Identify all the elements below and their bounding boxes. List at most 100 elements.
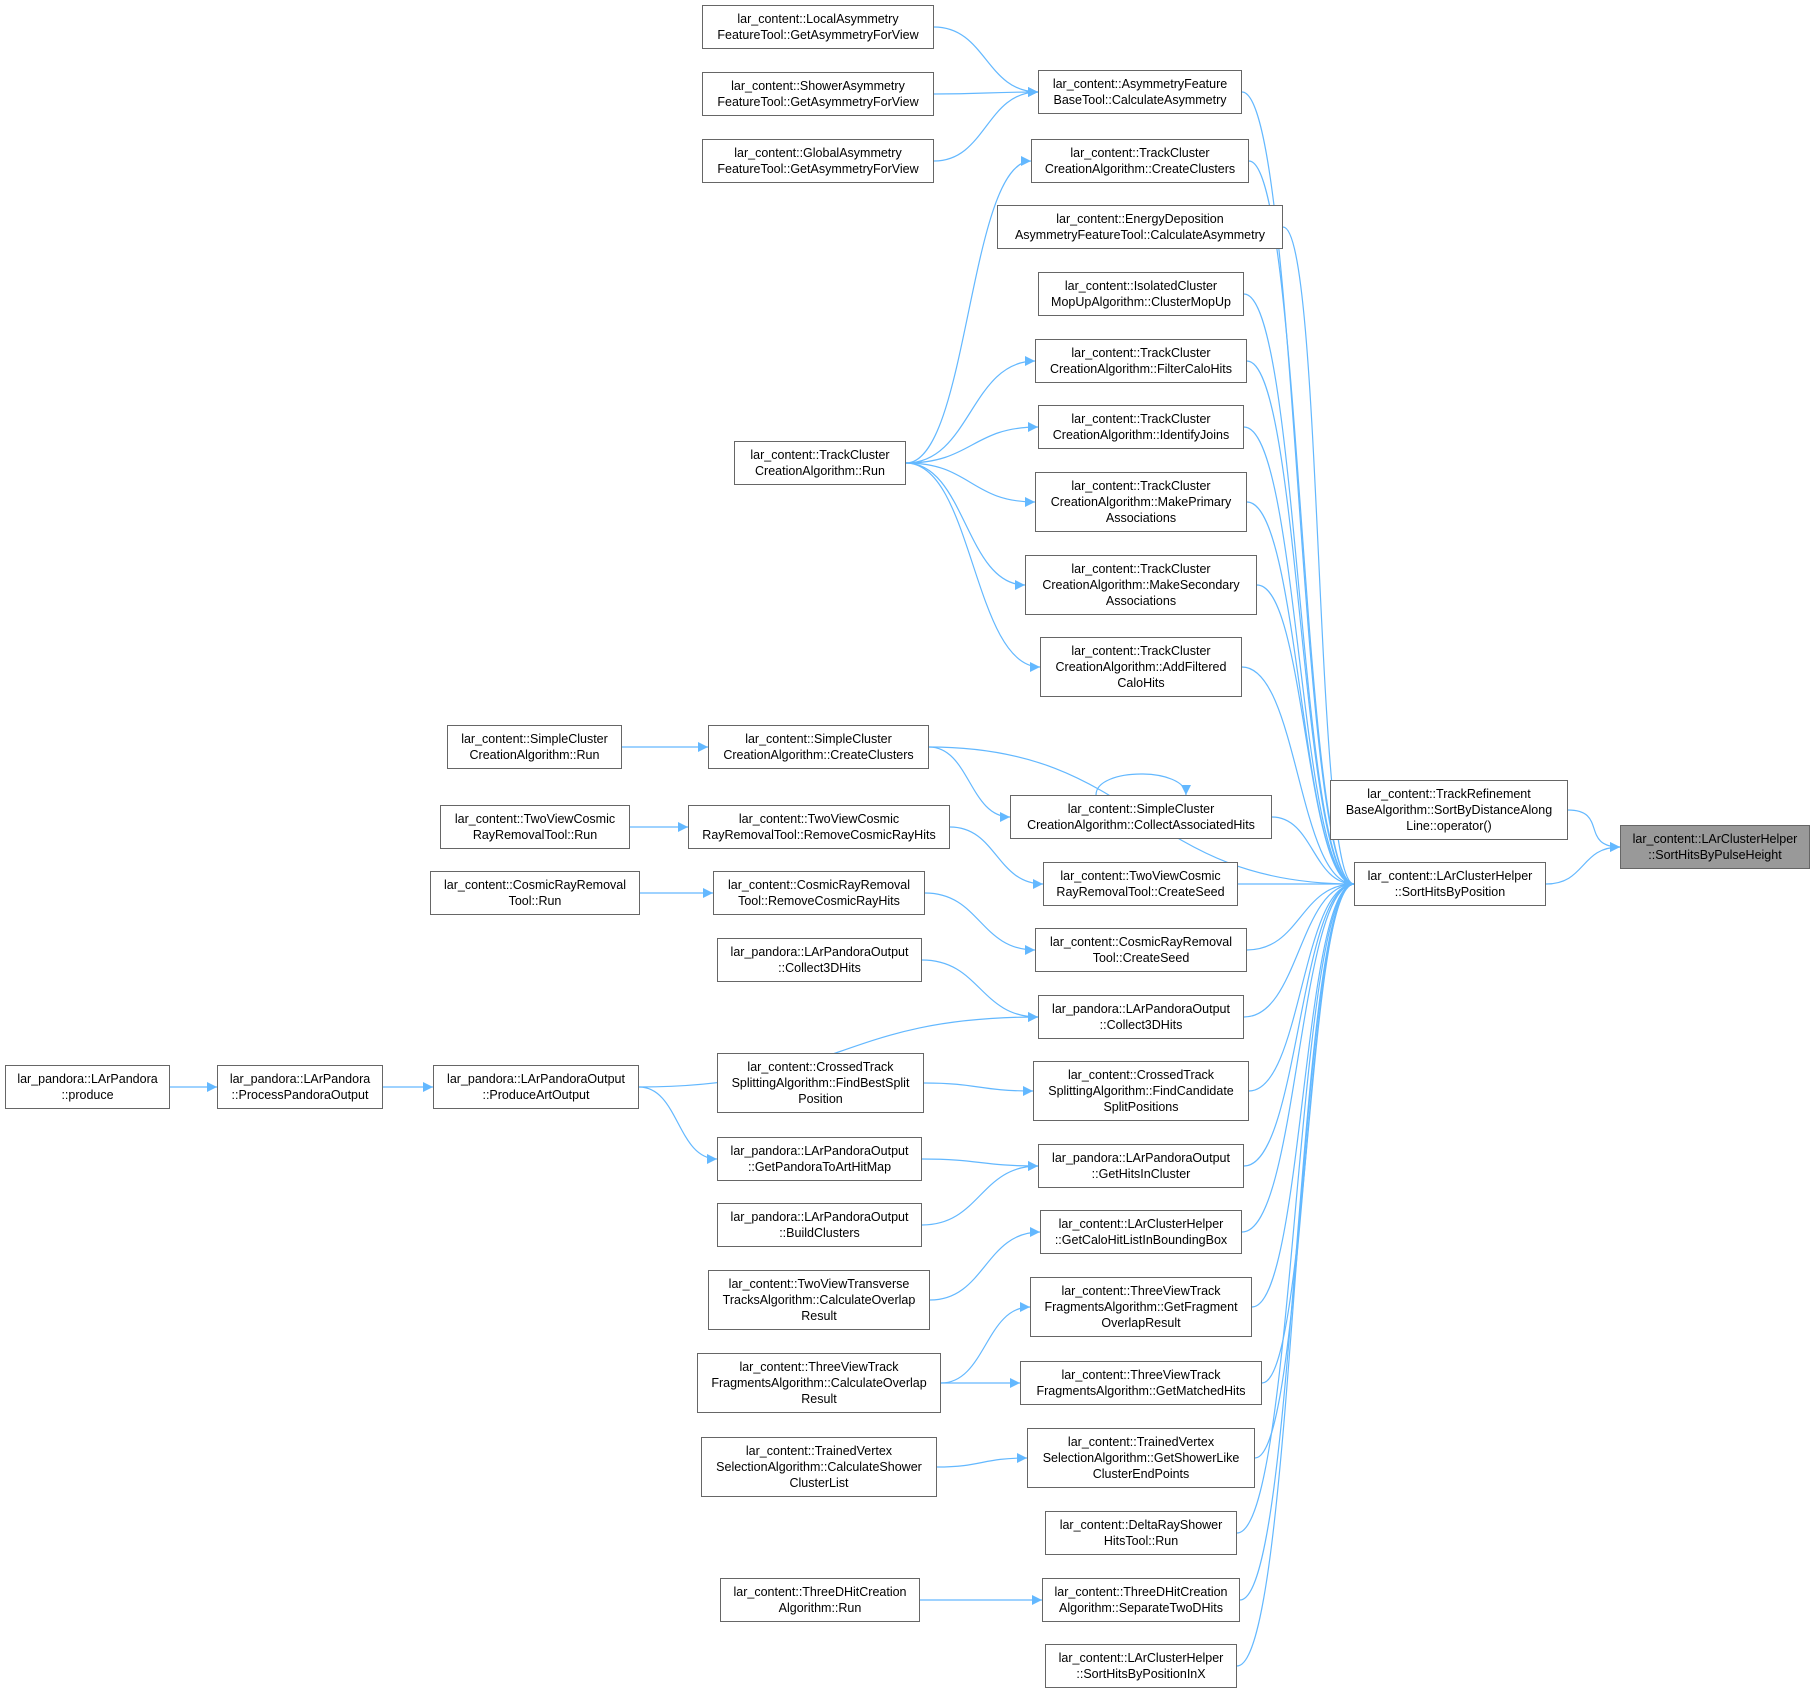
node-label: lar_pandora::LArPandoraOutput ::GetPando… (730, 1144, 909, 1174)
node-label: lar_content::LArClusterHelper ::SortHits… (1367, 869, 1533, 899)
node-label: lar_pandora::LArPandoraOutput ::Collect3… (730, 945, 909, 975)
node-tcRun[interactable]: lar_content::TrackCluster CreationAlgori… (734, 441, 906, 485)
edge-lchGetCaloBBox-to-sortByPosition (1241, 879, 1355, 1233)
node-label: lar_content::GlobalAsymmetry FeatureTool… (717, 146, 919, 176)
node-tvRun[interactable]: lar_content::TwoViewCosmic RayRemovalToo… (440, 805, 630, 849)
edge-crCreateSeed-to-sortByPosition (1246, 879, 1355, 951)
edge-lpGetPandoraToArt-to-lpGetHitsInCluster (921, 1158, 1039, 1171)
node-lchGetCaloBBox[interactable]: lar_content::LArClusterHelper ::GetCaloH… (1040, 1210, 1242, 1254)
edge-tvTransverseCalc-to-lchGetCaloBBox (929, 1227, 1041, 1301)
node-label: lar_content::TrackCluster CreationAlgori… (750, 448, 890, 478)
node-label: lar_content::SimpleCluster CreationAlgor… (723, 732, 914, 762)
edge-lpBuildClusters-to-lpGetHitsInCluster (921, 1161, 1039, 1226)
node-crRemoveCosmic[interactable]: lar_content::CosmicRayRemoval Tool::Remo… (713, 871, 925, 915)
edge-tcCreateClusters-to-sortByPosition (1248, 160, 1355, 889)
node-lpGetPandoraToArt[interactable]: lar_pandora::LArPandoraOutput ::GetPando… (717, 1137, 922, 1181)
node-tcFilterCaloHits[interactable]: lar_content::TrackCluster CreationAlgori… (1035, 339, 1247, 383)
node-label: lar_content::ThreeViewTrack FragmentsAlg… (1044, 1284, 1238, 1330)
node-scRun[interactable]: lar_content::SimpleCluster CreationAlgor… (447, 725, 622, 769)
node-lpGetHitsInCluster[interactable]: lar_pandora::LArPandoraOutput ::GetHitsI… (1038, 1144, 1244, 1188)
edge-energyDepAsym-to-sortByPosition (1282, 226, 1355, 889)
node-globalAsym[interactable]: lar_content::GlobalAsymmetry FeatureTool… (702, 139, 934, 183)
node-label: lar_content::CrossedTrack SplittingAlgor… (1048, 1068, 1234, 1114)
node-tcMakeSecondary[interactable]: lar_content::TrackCluster CreationAlgori… (1025, 555, 1257, 615)
node-sortByPosInX[interactable]: lar_content::LArClusterHelper ::SortHits… (1045, 1644, 1237, 1688)
edge-sortByPosInX-to-sortByPosition (1236, 879, 1355, 1667)
node-label: lar_content::TrackRefinement BaseAlgorit… (1345, 787, 1553, 833)
node-label: lar_pandora::LArPandoraOutput ::ProduceA… (447, 1072, 625, 1102)
node-crRun[interactable]: lar_content::CosmicRayRemoval Tool::Run (430, 871, 640, 915)
node-label: lar_pandora::LArPandoraOutput ::Collect3… (1052, 1002, 1230, 1032)
node-lpCollect3D[interactable]: lar_pandora::LArPandoraOutput ::Collect3… (1038, 995, 1244, 1039)
node-label: lar_content::LArClusterHelper ::SortHits… (1632, 832, 1798, 862)
node-label: lar_pandora::LArPandora ::produce (17, 1072, 158, 1102)
edge-lpCollect3D-to-sortByPosition (1243, 879, 1355, 1018)
node-tcIdentifyJoins[interactable]: lar_content::TrackCluster CreationAlgori… (1038, 405, 1244, 449)
node-label: lar_content::LArClusterHelper ::GetCaloH… (1054, 1217, 1228, 1247)
edge-threeDHitSeparate-to-sortByPosition (1239, 879, 1355, 1601)
node-label: lar_content::ThreeViewTrack FragmentsAlg… (1036, 1368, 1246, 1398)
edge-sortByPosition-to-sortByPulseHeight (1545, 842, 1621, 885)
edge-scCollect-to-scCollect (1095, 773, 1191, 796)
node-label: lar_pandora::LArPandora ::ProcessPandora… (229, 1072, 371, 1102)
node-label: lar_content::TwoViewCosmic RayRemovalToo… (454, 812, 616, 842)
node-tcCreateClusters[interactable]: lar_content::TrackCluster CreationAlgori… (1031, 139, 1249, 183)
node-tvRemoveCosmic[interactable]: lar_content::TwoViewCosmic RayRemovalToo… (688, 805, 950, 849)
node-threeDHitRun[interactable]: lar_content::ThreeDHitCreation Algorithm… (720, 1578, 920, 1622)
node-localAsym[interactable]: lar_content::LocalAsymmetry FeatureTool:… (702, 5, 934, 49)
node-crCreateSeed[interactable]: lar_content::CosmicRayRemoval Tool::Crea… (1035, 928, 1247, 972)
node-tvtfCalcOverlap[interactable]: lar_content::ThreeViewTrack FragmentsAlg… (697, 1353, 941, 1413)
node-trackRefinementOp[interactable]: lar_content::TrackRefinement BaseAlgorit… (1330, 780, 1568, 840)
node-lpBuildClusters[interactable]: lar_pandora::LArPandoraOutput ::BuildClu… (717, 1203, 922, 1247)
node-deltaRayRun[interactable]: lar_content::DeltaRayShower HitsTool::Ru… (1045, 1511, 1237, 1555)
edge-globalAsym-to-asymFeatureCalc (933, 87, 1039, 162)
edge-tcRun-to-tcCreateClusters (905, 156, 1032, 464)
edge-lpGetHitsInCluster-to-sortByPosition (1243, 879, 1355, 1167)
node-label: lar_content::TrainedVertex SelectionAlgo… (1042, 1435, 1240, 1481)
node-label: lar_content::LArClusterHelper ::SortHits… (1058, 1651, 1224, 1681)
node-label: lar_content::CosmicRayRemoval Tool::Remo… (727, 878, 910, 908)
edge-tvtfGetFragment-to-sortByPosition (1251, 879, 1355, 1308)
node-lpProduceArt[interactable]: lar_pandora::LArPandoraOutput ::ProduceA… (433, 1065, 639, 1109)
node-label: lar_pandora::LArPandoraOutput ::BuildClu… (730, 1210, 909, 1240)
edge-ctFindCandidate-to-sortByPosition (1248, 879, 1355, 1092)
node-lpProduce[interactable]: lar_pandora::LArPandora ::produce (5, 1065, 170, 1109)
node-isolatedMopUp[interactable]: lar_content::IsolatedCluster MopUpAlgori… (1038, 272, 1244, 316)
node-label: lar_content::TrackCluster CreationAlgori… (1050, 479, 1232, 525)
edge-tvtfCalcOverlap-to-tvtfGetFragment (940, 1302, 1031, 1384)
node-label: lar_content::DeltaRayShower HitsTool::Ru… (1059, 1518, 1223, 1548)
edge-deltaRayRun-to-sortByPosition (1236, 879, 1355, 1534)
node-tvTransverseCalc[interactable]: lar_content::TwoViewTransverse TracksAlg… (708, 1270, 930, 1330)
node-scCollect[interactable]: lar_content::SimpleCluster CreationAlgor… (1010, 795, 1272, 839)
node-sortByPosition[interactable]: lar_content::LArClusterHelper ::SortHits… (1354, 862, 1546, 906)
node-label: lar_content::ShowerAsymmetry FeatureTool… (717, 79, 919, 109)
node-lpCollect3DLeft[interactable]: lar_pandora::LArPandoraOutput ::Collect3… (717, 938, 922, 982)
node-label: lar_content::EnergyDeposition AsymmetryF… (1014, 212, 1266, 242)
node-showerAsym[interactable]: lar_content::ShowerAsymmetry FeatureTool… (702, 72, 934, 116)
node-tcMakePrimary[interactable]: lar_content::TrackCluster CreationAlgori… (1035, 472, 1247, 532)
node-lpProcessOutput[interactable]: lar_pandora::LArPandora ::ProcessPandora… (217, 1065, 383, 1109)
node-ctFindCandidate[interactable]: lar_content::CrossedTrack SplittingAlgor… (1033, 1061, 1249, 1121)
node-label: lar_content::TrackCluster CreationAlgori… (1042, 562, 1240, 608)
node-label: lar_content::IsolatedCluster MopUpAlgori… (1051, 279, 1231, 309)
edge-tcRun-to-tcIdentifyJoins (905, 422, 1039, 464)
node-tcAddFiltered[interactable]: lar_content::TrackCluster CreationAlgori… (1040, 637, 1242, 697)
node-asymFeatureCalc[interactable]: lar_content::AsymmetryFeature BaseTool::… (1038, 70, 1242, 114)
node-label: lar_content::TrackCluster CreationAlgori… (1049, 346, 1232, 376)
node-tvtfGetMatched[interactable]: lar_content::ThreeViewTrack FragmentsAlg… (1020, 1361, 1262, 1405)
node-label: lar_content::SimpleCluster CreationAlgor… (461, 732, 608, 762)
node-scCreateClusters[interactable]: lar_content::SimpleCluster CreationAlgor… (708, 725, 929, 769)
edge-tcRun-to-tcAddFiltered (905, 462, 1041, 672)
node-label: lar_content::ThreeDHitCreation Algorithm… (733, 1585, 907, 1615)
node-ctFindBestSplit[interactable]: lar_content::CrossedTrack SplittingAlgor… (717, 1053, 924, 1113)
edge-tcRun-to-tcMakeSecondary (905, 462, 1026, 590)
node-energyDepAsym[interactable]: lar_content::EnergyDeposition AsymmetryF… (997, 205, 1283, 249)
node-threeDHitSeparate[interactable]: lar_content::ThreeDHitCreation Algorithm… (1042, 1578, 1240, 1622)
node-tvCreateSeed[interactable]: lar_content::TwoViewCosmic RayRemovalToo… (1043, 862, 1238, 906)
node-tvtfGetFragment[interactable]: lar_content::ThreeViewTrack FragmentsAlg… (1030, 1277, 1252, 1337)
node-tvsGetShowerLike[interactable]: lar_content::TrainedVertex SelectionAlgo… (1027, 1428, 1255, 1488)
node-tvsCalcShower[interactable]: lar_content::TrainedVertex SelectionAlgo… (701, 1437, 937, 1497)
node-sortByPulseHeight[interactable]: lar_content::LArClusterHelper ::SortHits… (1620, 825, 1810, 869)
node-label: lar_content::ThreeDHitCreation Algorithm… (1054, 1585, 1228, 1615)
